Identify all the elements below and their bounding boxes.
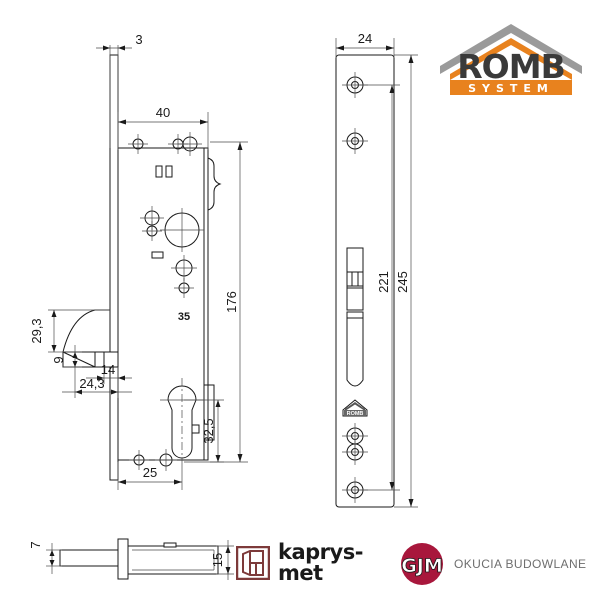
case-slot-mid bbox=[151, 251, 164, 259]
euro-cylinder-profile bbox=[160, 378, 204, 462]
romb-brand-text: ROMB bbox=[457, 47, 564, 86]
dim245-arrow-t bbox=[408, 55, 414, 63]
romb-tagline-bar bbox=[450, 80, 572, 95]
dim-section-thickness: 7 bbox=[28, 541, 43, 548]
case-hole-lower-upper bbox=[171, 255, 197, 281]
lock-body-front-view: 35 bbox=[62, 54, 222, 481]
front-view-dimensions: 3 40 176 29,3 bbox=[29, 32, 248, 490]
dim7-arrow-b bbox=[49, 560, 55, 566]
latch-bolt-bevel bbox=[62, 351, 96, 368]
faceplate-hole-upper-mid bbox=[342, 128, 368, 154]
dim325-arrow-b bbox=[215, 455, 221, 462]
dim25-arrow-r bbox=[174, 479, 182, 485]
dim325-arrow-t bbox=[215, 400, 221, 407]
faceplate-romb-stamp: ROMB bbox=[342, 399, 368, 417]
latch-bolt bbox=[62, 309, 111, 368]
dim9-arrow-b bbox=[72, 361, 78, 367]
dim9-arrow-t bbox=[72, 352, 78, 358]
dim243-arrow-r bbox=[111, 389, 118, 395]
dim40-arrow-l bbox=[118, 119, 126, 125]
dim3-arrow-l bbox=[103, 45, 110, 51]
dim-backset: 25 bbox=[143, 465, 157, 480]
case-hole-bottom-mid bbox=[155, 449, 177, 471]
dim14-arrow-r bbox=[118, 375, 125, 381]
faceplate-side-view: ROMB bbox=[335, 54, 395, 508]
dim221-arrow-t bbox=[389, 85, 395, 93]
faceplate-stamp-text: ROMB bbox=[347, 411, 364, 417]
gjm-tagline-text: OKUCIA BUDOWLANE bbox=[454, 557, 587, 571]
section-shank bbox=[59, 549, 119, 567]
faceplate-edge bbox=[109, 54, 119, 481]
case-hole-left-lower bbox=[142, 221, 162, 241]
gjm-brand-text: GJM bbox=[401, 555, 443, 577]
case-spring-detail bbox=[207, 157, 222, 211]
case-hole-lower-lower bbox=[174, 278, 194, 298]
handle-follower-hole bbox=[160, 208, 204, 252]
dim243-arrow-l bbox=[75, 389, 82, 395]
dim3-arrow-r bbox=[118, 45, 125, 51]
dim-backset-to-edge: 40 bbox=[156, 105, 170, 120]
dim-latch-offset: 24,3 bbox=[79, 376, 104, 391]
faceplate-hole-lower-mid bbox=[342, 439, 368, 465]
lock-section-view: 7 15 bbox=[28, 538, 234, 580]
kaprys-mark-icon bbox=[236, 546, 270, 580]
dim176-arrow-t bbox=[237, 142, 243, 150]
section-faceplate bbox=[117, 538, 129, 580]
latch-slot-lower bbox=[346, 287, 364, 311]
dim7-arrow-t bbox=[49, 550, 55, 556]
case-hole-bottom-left bbox=[129, 450, 149, 470]
body-stamp-text: 35 bbox=[178, 311, 190, 323]
faceplate-latch-opening bbox=[346, 247, 364, 387]
dim-cylinder-centre: 32,5 bbox=[201, 418, 216, 443]
lock-case bbox=[117, 147, 209, 461]
romb-system-logo: ROMB SYSTEM bbox=[428, 22, 594, 98]
section-case bbox=[127, 545, 219, 575]
dim293-arrow-t bbox=[51, 310, 57, 317]
dim293-arrow-b bbox=[51, 345, 57, 352]
dim-screw-centres: 221 bbox=[376, 271, 391, 293]
dim-latch-lower: 9 bbox=[51, 356, 66, 363]
kaprys-met-logo: kaprys-met bbox=[236, 540, 386, 586]
case-hole-top-left bbox=[128, 134, 148, 154]
dim24-arrow-r bbox=[386, 45, 394, 51]
case-slot-right bbox=[165, 165, 173, 178]
latch-bolt-profile bbox=[62, 309, 111, 368]
case-slot-left bbox=[155, 165, 163, 178]
dim40-arrow-r bbox=[200, 119, 208, 125]
dim-latch-height: 29,3 bbox=[29, 318, 44, 343]
section-tab bbox=[163, 542, 177, 548]
gjm-mark-icon: GJM bbox=[401, 543, 443, 585]
deadbolt-block bbox=[103, 351, 119, 368]
dim-body-height: 176 bbox=[224, 291, 239, 313]
dim-section-height: 15 bbox=[210, 553, 225, 567]
dim-faceplate-length: 245 bbox=[395, 271, 410, 293]
gjm-logo: GJM OKUCIA BUDOWLANE bbox=[400, 542, 596, 586]
romb-tagline-text: SYSTEM bbox=[468, 82, 554, 95]
dim14-arrow-l bbox=[97, 375, 104, 381]
dim245-arrow-b bbox=[408, 499, 414, 507]
side-view-dimensions: 24 221 245 bbox=[335, 31, 418, 508]
dim15-arrow-t bbox=[225, 546, 231, 553]
latch-slot-mid bbox=[346, 271, 364, 287]
dim-faceplate-width: 24 bbox=[358, 31, 372, 46]
dim-latch-depth: 14 bbox=[101, 362, 115, 377]
romb-logo-svg: ROMB SYSTEM bbox=[440, 24, 582, 95]
cylinder-side-plate bbox=[204, 384, 215, 441]
dim25-arrow-l bbox=[118, 479, 126, 485]
cylinder-cam bbox=[191, 424, 200, 434]
kaprys-brand-text: kaprys-met bbox=[278, 540, 363, 585]
dim24-arrow-l bbox=[336, 45, 344, 51]
faceplate-outline bbox=[335, 54, 395, 508]
case-hole-top-right bbox=[178, 132, 202, 156]
dim15-arrow-b bbox=[225, 567, 231, 574]
dim221-arrow-b bbox=[389, 482, 395, 490]
dim176-arrow-b bbox=[237, 454, 243, 462]
deadbolt-slot bbox=[346, 311, 364, 387]
dim-faceplate-thickness: 3 bbox=[135, 32, 142, 47]
